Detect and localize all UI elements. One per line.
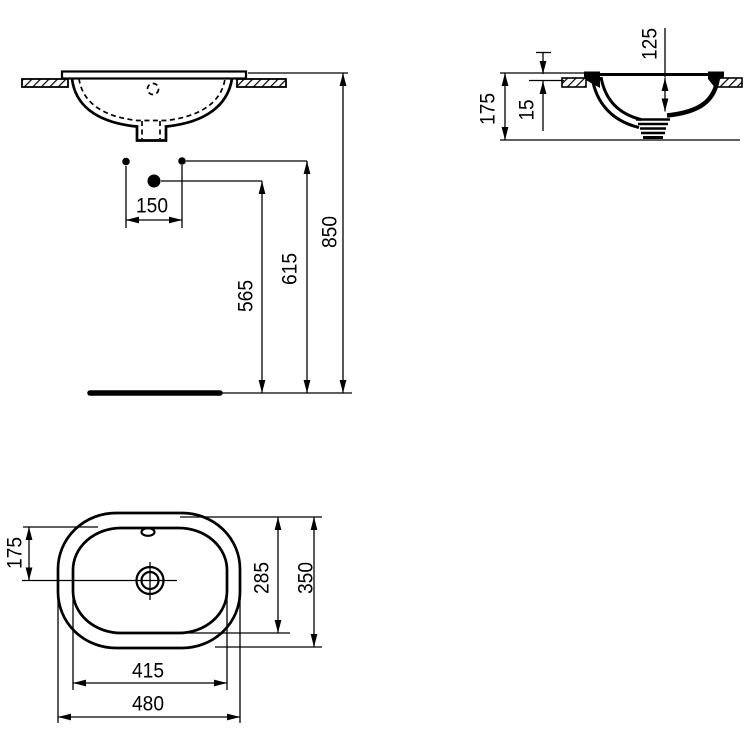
dim-label-565: 565 [235, 280, 258, 312]
dim-label-480: 480 [132, 693, 164, 716]
dim-outlet-center-offset: 175 [4, 526, 98, 581]
dim-label-side-175: 175 [477, 93, 500, 125]
dim-inner-width: 285 [188, 517, 290, 634]
dim-label-850: 850 [319, 216, 342, 248]
dim-overall-depth: 175 [477, 73, 509, 140]
drain-symbol [22, 562, 177, 600]
dim-rim-height: 850 [248, 72, 348, 393]
countertop-right-section [236, 78, 287, 88]
dim-label-415: 415 [132, 660, 164, 683]
basin-bowl-inner-dashed [78, 78, 226, 122]
dim-label-350: 350 [295, 562, 318, 594]
dim-label-15: 15 [516, 100, 539, 121]
front-view: 150 565 615 850 [21, 70, 352, 396]
bowl-wall-right [666, 76, 721, 118]
plan-view: 175 285 350 415 480 [4, 511, 322, 723]
dim-overall-length: 480 [57, 586, 241, 723]
countertop-right-section-side [716, 77, 743, 88]
dim-bowl-depth: 125 [639, 28, 669, 112]
dim-outlet-height: 565 [161, 180, 266, 393]
fixing-hole-left-marker [122, 157, 130, 166]
dim-rim-recess: 15 [516, 51, 564, 131]
bowl-outer-wall-left [590, 76, 640, 129]
overflow-hole-front [146, 82, 160, 96]
dim-label-150: 150 [136, 195, 168, 218]
waste-outlet-section [636, 118, 670, 139]
basin-rim-front [60, 70, 248, 80]
side-view: 175 15 125 [477, 28, 743, 141]
waste-outlet-marker [147, 174, 161, 188]
fixing-hole-right-marker [178, 157, 186, 165]
overflow-slot-plan [140, 527, 156, 537]
dim-label-plan-175: 175 [4, 537, 27, 569]
dim-inner-length: 415 [72, 584, 228, 690]
dim-label-615: 615 [279, 253, 302, 285]
countertop-left-section [21, 78, 69, 88]
bowl-inner-wall-left [599, 76, 642, 121]
basin-bowl-outline-front [70, 78, 234, 142]
dim-label-125: 125 [639, 28, 662, 60]
dim-overall-width: 350 [215, 517, 322, 648]
dim-fixing-hole-height: 615 [186, 160, 311, 393]
countertop-left-section-side [561, 77, 587, 88]
dim-fixing-hole-spacing: 150 [125, 165, 183, 228]
dim-label-285: 285 [251, 562, 274, 594]
